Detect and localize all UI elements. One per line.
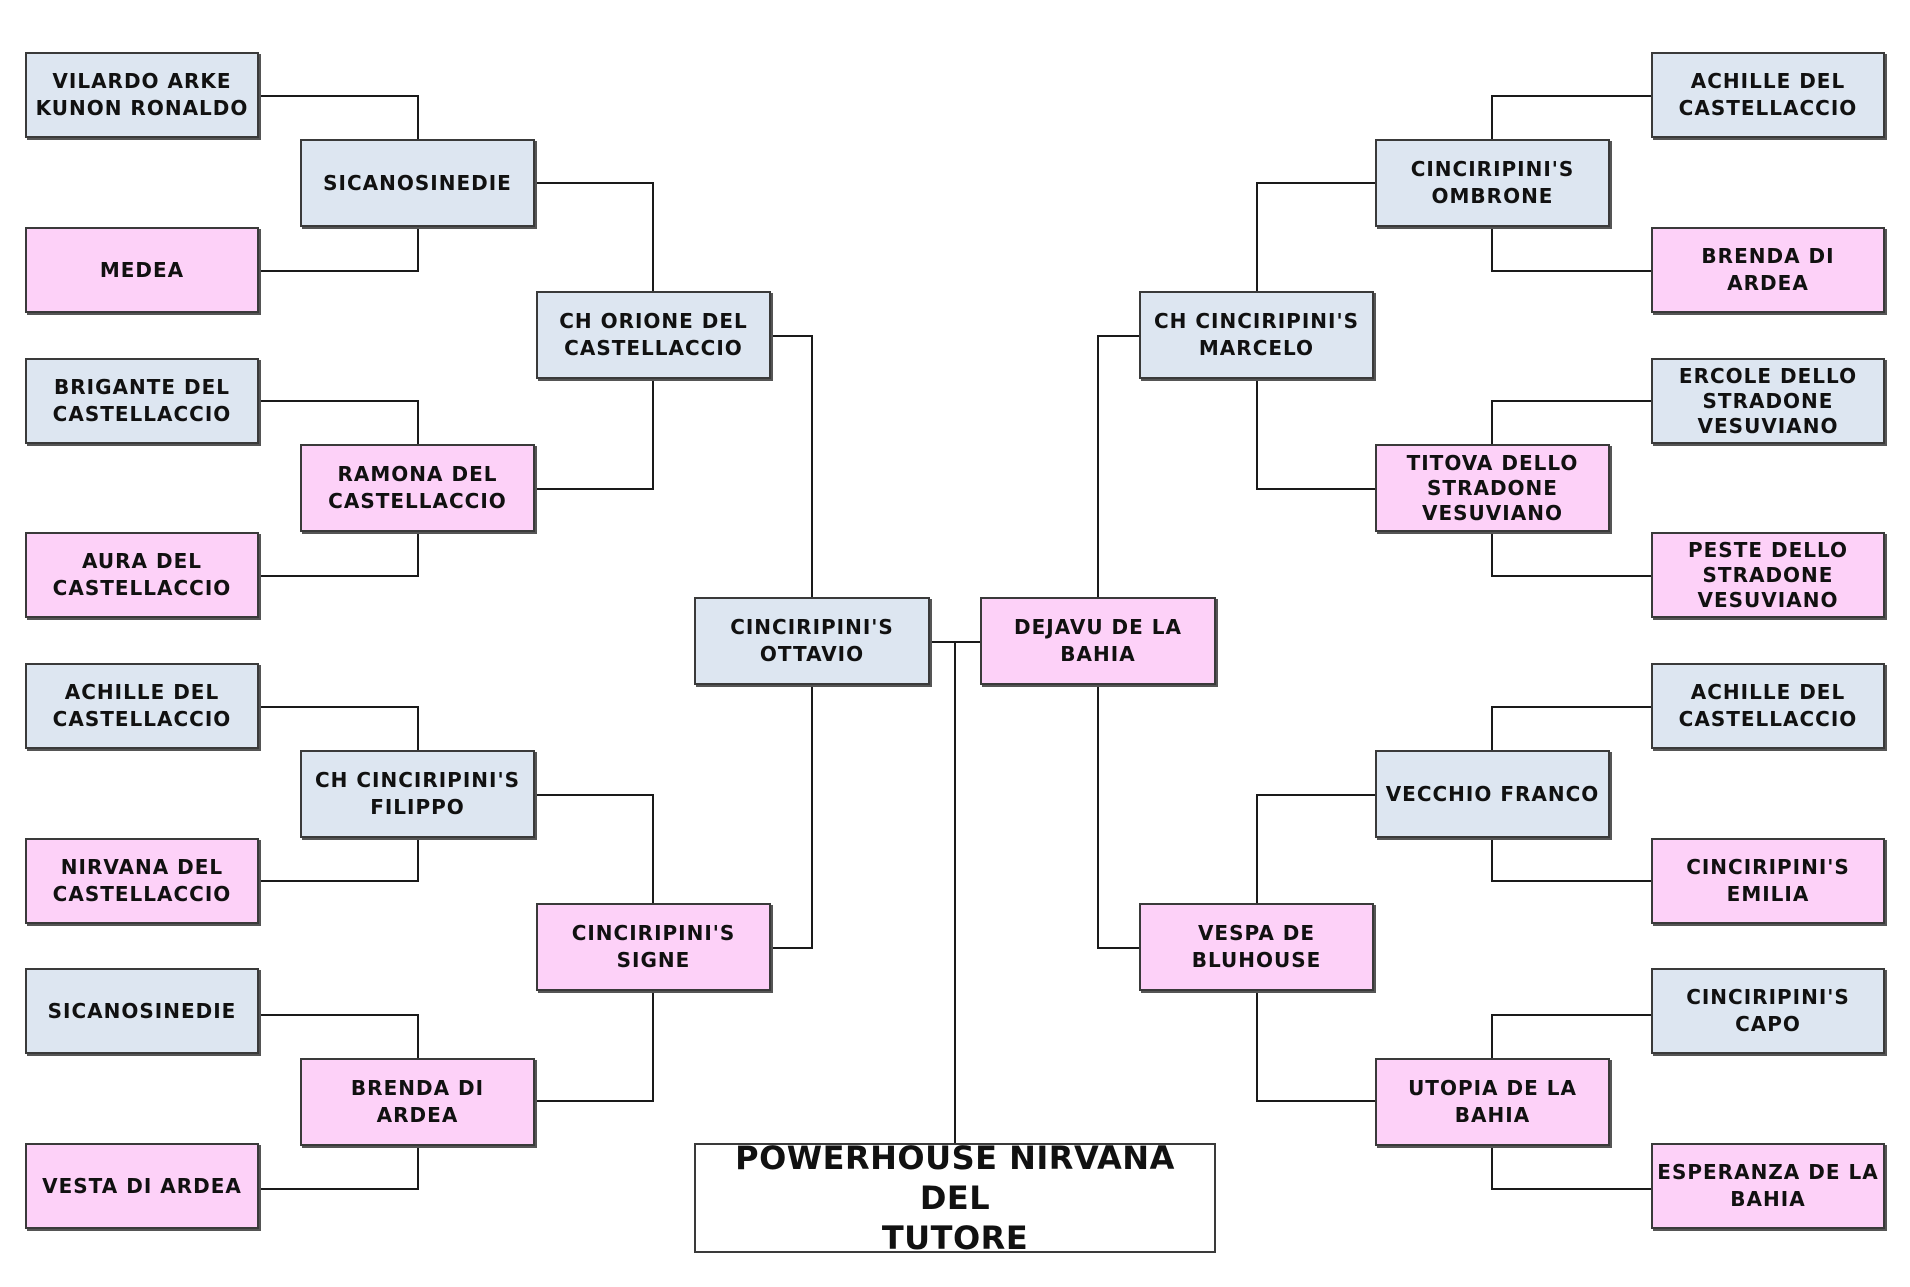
pedigree-box-dam[interactable]: DEJAVU DE LA BAHIA — [980, 597, 1216, 685]
connector-line — [258, 95, 419, 140]
connector-line — [770, 686, 813, 949]
connector-line — [1097, 335, 1140, 598]
pedigree-box-dam-sire-sire-dam[interactable]: BRENDA DI ARDEA — [1651, 227, 1885, 313]
connector-line — [1256, 992, 1375, 1102]
pedigree-box-dam-sire-dam[interactable]: TITOVA DELLO STRADONE VESUVIANO — [1375, 444, 1610, 532]
connector-line — [258, 533, 419, 577]
connector-line — [1097, 686, 1140, 949]
connector-line — [258, 1147, 419, 1190]
connector-line — [258, 400, 419, 445]
pedigree-box-sire-dam-dam[interactable]: BRENDA DI ARDEA — [300, 1058, 535, 1146]
connector-line — [535, 182, 654, 292]
connector-line — [770, 335, 813, 598]
connector-line — [1256, 794, 1375, 904]
pedigree-box-dam-sire-dam-sire[interactable]: ERCOLE DELLO STRADONE VESUVIANO — [1651, 358, 1885, 444]
connector-line — [1256, 182, 1375, 292]
pedigree-subject-box[interactable]: POWERHOUSE NIRVANA DEL TUTORE — [694, 1139, 1216, 1257]
connector-line — [535, 992, 654, 1102]
connector-line — [1491, 228, 1652, 272]
pedigree-box-dam-dam-sire[interactable]: VECCHIO FRANCO — [1375, 750, 1610, 838]
connector-line — [1491, 1147, 1652, 1190]
pedigree-box-sire-dam[interactable]: CINCIRIPINI'S SIGNE — [536, 903, 771, 991]
pedigree-box-dam-dam[interactable]: VESPA DE BLUHOUSE — [1139, 903, 1374, 991]
connector-line — [1256, 380, 1375, 490]
pedigree-box-sire-dam-sire-dam[interactable]: NIRVANA DEL CASTELLACCIO — [25, 838, 259, 924]
pedigree-box-sire[interactable]: CINCIRIPINI'S OTTAVIO — [694, 597, 930, 685]
pedigree-box-sire-dam-dam-sire[interactable]: SICANOSINEDIE — [25, 968, 259, 1054]
connector-line — [1491, 400, 1652, 445]
pedigree-box-sire-dam-dam-dam[interactable]: VESTA DI ARDEA — [25, 1143, 259, 1229]
pedigree-box-dam-dam-dam-dam[interactable]: ESPERANZA DE LA BAHIA — [1651, 1143, 1885, 1229]
connector-line — [1491, 839, 1652, 882]
pedigree-box-dam-dam-sire-sire[interactable]: ACHILLE DEL CASTELLACCIO — [1651, 663, 1885, 749]
pedigree-box-dam-sire[interactable]: CH CINCIRIPINI'S MARCELO — [1139, 291, 1374, 379]
pedigree-box-dam-sire-sire-sire[interactable]: ACHILLE DEL CASTELLACCIO — [1651, 52, 1885, 138]
connector-line — [1491, 533, 1652, 577]
pedigree-box-sire-dam-sire-sire[interactable]: ACHILLE DEL CASTELLACCIO — [25, 663, 259, 749]
connector-line — [258, 839, 419, 882]
pedigree-box-sire-sire-sire-sire[interactable]: VILARDO ARKE KUNON RONALDO — [25, 52, 259, 138]
connector-line — [258, 228, 419, 272]
pedigree-box-sire-sire-sire-dam[interactable]: MEDEA — [25, 227, 259, 313]
pedigree-box-sire-sire-dam[interactable]: RAMONA DEL CASTELLACCIO — [300, 444, 535, 532]
connector-line — [535, 794, 654, 904]
pedigree-box-sire-sire-sire[interactable]: SICANOSINEDIE — [300, 139, 535, 227]
pedigree-box-dam-dam-dam-sire[interactable]: CINCIRIPINI'S CAPO — [1651, 968, 1885, 1054]
pedigree-box-sire-sire-dam-dam[interactable]: AURA DEL CASTELLACCIO — [25, 532, 259, 618]
connector-line — [1491, 95, 1652, 140]
pedigree-box-sire-sire[interactable]: CH ORIONE DEL CASTELLACCIO — [536, 291, 771, 379]
connector-line — [258, 706, 419, 751]
connector-line — [1491, 1014, 1652, 1059]
connector-line — [1491, 706, 1652, 751]
pedigree-box-dam-dam-dam[interactable]: UTOPIA DE LA BAHIA — [1375, 1058, 1610, 1146]
connector-line — [258, 1014, 419, 1059]
pedigree-box-dam-dam-sire-dam[interactable]: CINCIRIPINI'S EMILIA — [1651, 838, 1885, 924]
pedigree-box-dam-sire-dam-dam[interactable]: PESTE DELLO STRADONE VESUVIANO — [1651, 532, 1885, 618]
pedigree-box-sire-sire-dam-sire[interactable]: BRIGANTE DEL CASTELLACCIO — [25, 358, 259, 444]
pedigree-box-sire-dam-sire[interactable]: CH CINCIRIPINI'S FILIPPO — [300, 750, 535, 838]
pedigree-box-dam-sire-sire[interactable]: CINCIRIPINI'S OMBRONE — [1375, 139, 1610, 227]
connector-line — [535, 380, 654, 490]
